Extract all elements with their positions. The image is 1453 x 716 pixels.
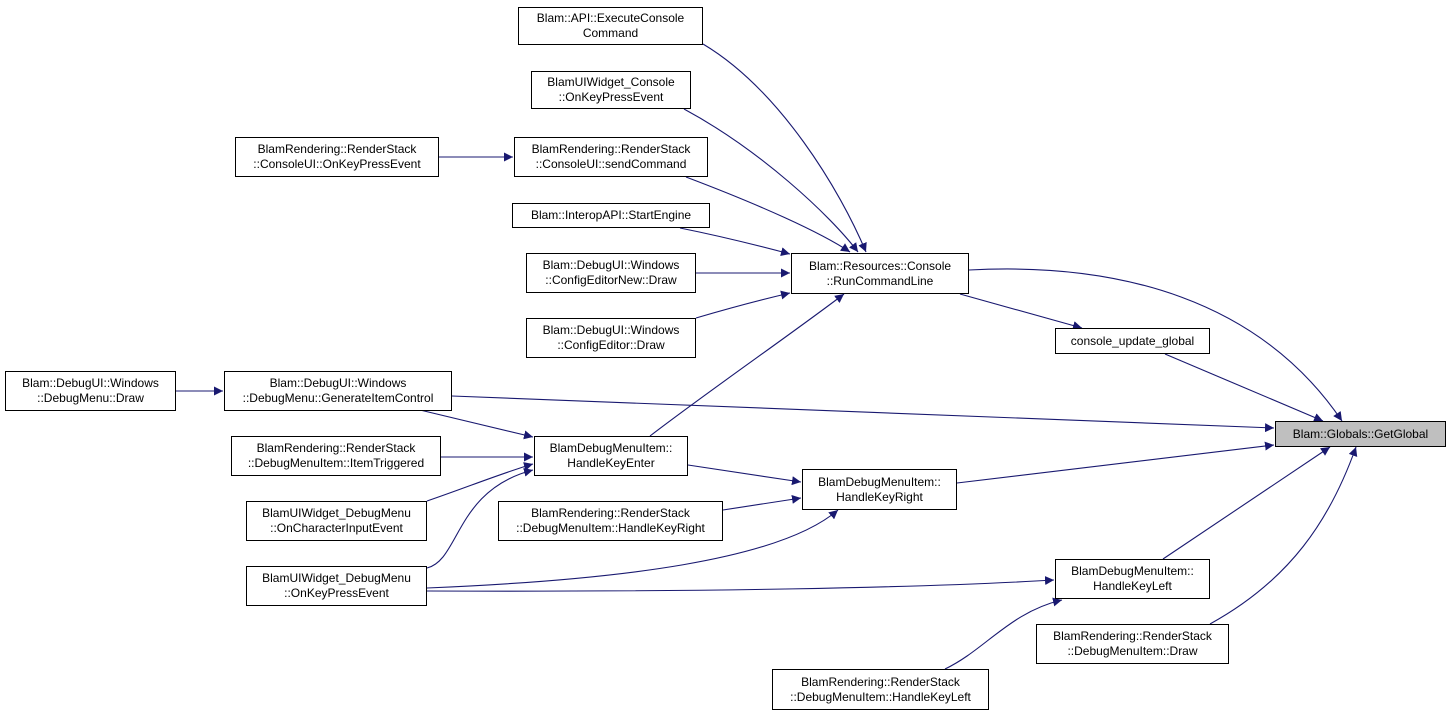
node-configeditornew-draw[interactable]: Blam::DebugUI::Windows ::ConfigEditorNew…: [526, 253, 696, 293]
node-label-line2: ::DebugMenu::Draw: [37, 391, 144, 405]
node-label-line1: BlamRendering::RenderStack: [531, 142, 691, 156]
edge-handlekeyright-to-target: [956, 441, 1275, 484]
edge-rs_handlekeyright-to-handlekeyright: [722, 494, 802, 511]
node-label-line1: BlamRendering::RenderStack: [531, 506, 690, 520]
node-console-update-global[interactable]: console_update_global: [1055, 328, 1210, 354]
node-label-line2: HandleKeyEnter: [567, 456, 655, 470]
edge-console_update_global-to-target: [1164, 353, 1324, 422]
node-configeditor-draw[interactable]: Blam::DebugUI::Windows ::ConfigEditor::D…: [526, 318, 696, 358]
node-label-line1: BlamRendering::RenderStack: [256, 441, 416, 455]
node-label-line2: ::OnCharacterInputEvent: [270, 521, 403, 535]
node-get-global: Blam::Globals::GetGlobal: [1275, 421, 1446, 447]
node-label-line2: ::DebugMenu::GenerateItemControl: [242, 391, 434, 405]
node-label-line2: HandleKeyLeft: [1093, 579, 1172, 593]
node-label-line2: ::ConsoleUI::sendCommand: [535, 157, 687, 171]
node-label-line1: BlamUIWidget_DebugMenu: [262, 571, 411, 585]
edge-runcommandline-to-console_update_global: [959, 293, 1083, 330]
node-debugmenuitem-handlekeyenter[interactable]: BlamDebugMenuItem:: HandleKeyEnter: [534, 436, 688, 476]
node-label-line1: Blam::DebugUI::Windows: [269, 376, 407, 390]
node-label-line1: Blam::Resources::Console: [808, 258, 952, 273]
node-label-line2: ::DebugMenuItem::HandleKeyLeft: [790, 689, 971, 704]
edge-uiwidget_console_keypress-to-runcommandline: [683, 108, 859, 253]
node-debugmenu-draw[interactable]: Blam::DebugUI::Windows ::DebugMenu::Draw: [5, 371, 176, 411]
node-label-line1: Blam::API::ExecuteConsole: [536, 11, 685, 25]
node-label-line1: BlamUIWidget_Console: [547, 75, 675, 89]
edge-uiw_dm_keypress-to-handlekeyright: [426, 509, 839, 589]
edge-rs_dmi_draw-to-target: [1209, 446, 1358, 625]
node-debugmenu-generateitemcontrol[interactable]: Blam::DebugUI::Windows ::DebugMenu::Gene…: [224, 371, 452, 411]
edge-rs_consoleui_send-to-runcommandline: [685, 176, 851, 253]
node-label: Blam::InteropAPI::StartEngine: [530, 208, 692, 222]
node-label-line1: BlamUIWidget_DebugMenu: [262, 506, 411, 520]
node-label-line2: ::ConsoleUI::OnKeyPressEvent: [253, 157, 421, 171]
node-debugmenuitem-handlekeyright[interactable]: BlamDebugMenuItem:: HandleKeyRight: [802, 469, 957, 510]
node-label-line1: BlamRendering::RenderStack: [257, 142, 417, 156]
node-label: console_update_global: [1070, 333, 1195, 348]
node-uiwidget-debugmenu-onkeypress[interactable]: BlamUIWidget_DebugMenu ::OnKeyPressEvent: [246, 566, 427, 606]
node-label-line1: BlamDebugMenuItem::: [818, 474, 941, 489]
edge-uiw_dm_keypress-to-handlekeyenter: [426, 467, 534, 569]
edge-handlekeyleft-to-target: [1162, 446, 1331, 560]
node-label-line2: ::ConfigEditorNew::Draw: [545, 273, 677, 287]
node-label-line2: ::DebugMenuItem::HandleKeyRight: [516, 521, 705, 535]
edge-handlekeyenter-to-handlekeyright: [687, 464, 802, 486]
node-rs-debugmenuitem-draw[interactable]: BlamRendering::RenderStack ::DebugMenuIt…: [1036, 624, 1229, 664]
node-label-line2: Command: [582, 26, 639, 40]
edge-execute_console-to-runcommandline: [702, 43, 867, 253]
node-label-line1: Blam::DebugUI::Windows: [542, 323, 680, 337]
node-label-line2: ::DebugMenuItem::Draw: [1067, 644, 1198, 658]
node-label-line2: ::DebugMenuItem::ItemTriggered: [247, 456, 425, 470]
node-label: Blam::Globals::GetGlobal: [1292, 426, 1429, 441]
edge-configeditor-to-runcommandline: [695, 290, 791, 319]
node-label-line1: BlamDebugMenuItem::: [1071, 564, 1194, 578]
node-uiwidget-debugmenu-charinput[interactable]: BlamUIWidget_DebugMenu ::OnCharacterInpu…: [246, 501, 427, 541]
node-label-line2: ::ConfigEditor::Draw: [557, 338, 665, 352]
node-label-line2: ::OnKeyPressEvent: [284, 586, 389, 600]
node-rs-consoleui-onkeypress[interactable]: BlamRendering::RenderStack ::ConsoleUI::…: [235, 137, 439, 177]
node-interop-start-engine[interactable]: Blam::InteropAPI::StartEngine: [512, 203, 710, 228]
node-label-line1: BlamRendering::RenderStack: [801, 674, 960, 689]
node-label-line1: Blam::DebugUI::Windows: [22, 376, 159, 390]
node-execute-console-command[interactable]: Blam::API::ExecuteConsole Command: [518, 7, 703, 45]
node-label-line1: Blam::DebugUI::Windows: [542, 258, 680, 272]
node-label-line2: ::OnKeyPressEvent: [558, 90, 664, 104]
node-label-line1: BlamDebugMenuItem::: [549, 441, 673, 455]
node-label-line2: ::RunCommandLine: [826, 273, 934, 288]
edge-runcommandline-to-target: [968, 268, 1343, 422]
node-uiwidget-console-onkeypress[interactable]: BlamUIWidget_Console ::OnKeyPressEvent: [531, 71, 691, 109]
node-rs-debugmenuitem-handlekeyleft[interactable]: BlamRendering::RenderStack ::DebugMenuIt…: [772, 669, 989, 710]
edge-uiw_dm_keypress-to-handlekeyleft: [426, 576, 1055, 592]
edge-generateitemcontrol-to-target: [451, 395, 1275, 433]
node-label-line2: HandleKeyRight: [836, 489, 923, 504]
node-debugmenuitem-handlekeyleft[interactable]: BlamDebugMenuItem:: HandleKeyLeft: [1055, 559, 1210, 599]
node-rs-debugmenuitem-itemtriggered[interactable]: BlamRendering::RenderStack ::DebugMenuIt…: [231, 436, 441, 476]
edge-rs_handlekeyleft-to-handlekeyleft: [944, 597, 1063, 670]
edge-generateitemcontrol-to-handlekeyenter: [419, 409, 534, 440]
edge-handlekeyenter-to-runcommandline: [649, 293, 845, 437]
node-rs-debugmenuitem-handlekeyright[interactable]: BlamRendering::RenderStack ::DebugMenuIt…: [498, 501, 723, 541]
node-rs-consoleui-sendcommand[interactable]: BlamRendering::RenderStack ::ConsoleUI::…: [514, 137, 708, 177]
edge-interop_start-to-runcommandline: [679, 227, 791, 257]
node-console-runcommandline[interactable]: Blam::Resources::Console ::RunCommandLin…: [791, 253, 969, 294]
node-label-line1: BlamRendering::RenderStack: [1053, 629, 1212, 643]
edge-uiw_dm_charinput-to-handlekeyenter: [426, 462, 534, 502]
